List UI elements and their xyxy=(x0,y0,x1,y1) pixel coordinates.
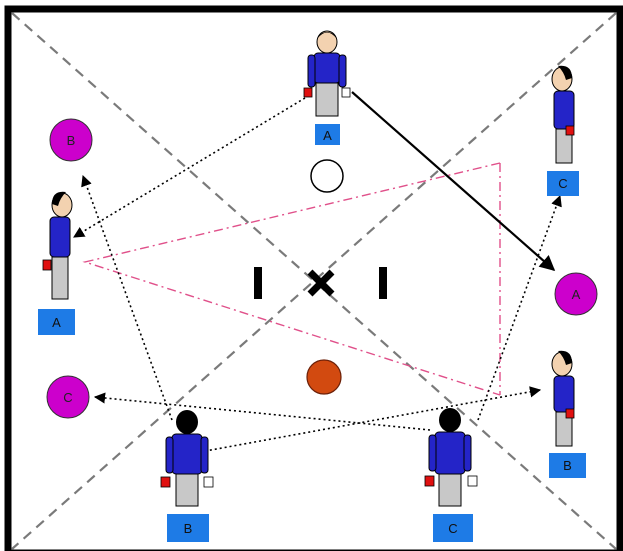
dotted-runs xyxy=(73,97,562,453)
player-top-shirt xyxy=(313,52,341,84)
cone-b-circle xyxy=(49,118,93,162)
player-right-top-hair xyxy=(558,65,572,80)
cone-a-label: A xyxy=(572,287,581,302)
player-right-top: C xyxy=(547,65,579,196)
cone-a: A xyxy=(554,272,598,316)
player-top-hair xyxy=(317,32,337,39)
player-right-bottom-pants xyxy=(555,411,573,447)
player-top-pants xyxy=(315,82,339,117)
player-bottom-right-arm-right xyxy=(463,434,472,472)
cone-a-circle xyxy=(554,272,598,316)
diagonal-line-1 xyxy=(11,12,617,550)
red-card-icon xyxy=(160,476,171,488)
player-top: A xyxy=(303,30,351,145)
player-bottom-right-tag: C xyxy=(448,521,457,536)
player-bottom-right-pants xyxy=(438,473,462,507)
diagonal-line-2 xyxy=(11,12,617,550)
red-card-icon xyxy=(424,475,435,487)
center-left-bar xyxy=(254,267,262,299)
white-card-icon xyxy=(203,476,214,488)
player-bottom-right-arm-left xyxy=(428,434,437,472)
player-left-tag: A xyxy=(52,315,61,330)
player-left-pants xyxy=(51,256,69,300)
player-right-bottom: B xyxy=(549,350,586,478)
red-card-icon xyxy=(42,259,52,271)
center-cross xyxy=(307,269,335,297)
player-left-hair xyxy=(52,191,66,206)
cone-b-label: B xyxy=(67,133,76,148)
player-right-top-tag-box xyxy=(547,171,579,196)
red-card-icon xyxy=(303,87,313,98)
player-bottom-left-tag-box xyxy=(167,514,209,542)
player-top-tag-box xyxy=(315,124,340,145)
cone-c: C xyxy=(46,375,90,419)
player-left-shirt xyxy=(49,216,71,258)
player-left-tag-box xyxy=(38,309,75,335)
player-right-bottom-shirt xyxy=(553,375,575,413)
pass-arrow-to-cone-a xyxy=(351,91,556,272)
player-right-bottom-tag-box xyxy=(549,453,586,478)
player-bottom-left-pants xyxy=(175,473,199,507)
player-bottom-right-head xyxy=(439,408,461,432)
run-bottomright-to-cone-c xyxy=(93,392,431,431)
player-right-top-pants xyxy=(555,128,573,164)
player-bottom-left-shirt xyxy=(171,433,203,475)
player-bottom-left: B xyxy=(160,410,214,542)
player-right-bottom-hair xyxy=(558,350,572,365)
cone-c-label: C xyxy=(63,390,72,405)
cone-c-circle xyxy=(46,375,90,419)
player-bottom-right-tag-box xyxy=(433,514,473,542)
player-bottom-left-tag: B xyxy=(184,521,193,536)
center-right-bar xyxy=(379,267,387,299)
player-left: A xyxy=(38,191,75,335)
player-top-arm-right xyxy=(338,54,347,88)
player-bottom-left-arm-left xyxy=(165,436,174,474)
player-right-bottom-tag: B xyxy=(563,458,572,473)
player-bottom-left-head xyxy=(176,410,198,434)
orange-ball-icon xyxy=(306,359,342,395)
run-bottomleft-to-cone-b xyxy=(81,174,173,421)
red-card-icon xyxy=(565,408,575,419)
white-card-icon xyxy=(467,475,478,487)
player-bottom-left-arm-right xyxy=(200,436,209,474)
player-bottom-right: C xyxy=(424,408,478,542)
player-bottom-right-shirt xyxy=(434,431,466,475)
player-top-tag: A xyxy=(323,128,332,143)
red-card-icon xyxy=(565,125,575,136)
pink-triangle xyxy=(82,162,501,396)
cone-b: B xyxy=(49,118,93,162)
white-ball-icon xyxy=(310,159,344,193)
white-card-icon xyxy=(341,87,351,98)
player-right-top-shirt xyxy=(553,90,575,130)
player-top-head xyxy=(316,30,338,54)
player-top-arm-left xyxy=(307,54,316,88)
player-right-top-tag: C xyxy=(558,176,567,191)
center-marks xyxy=(254,267,387,299)
